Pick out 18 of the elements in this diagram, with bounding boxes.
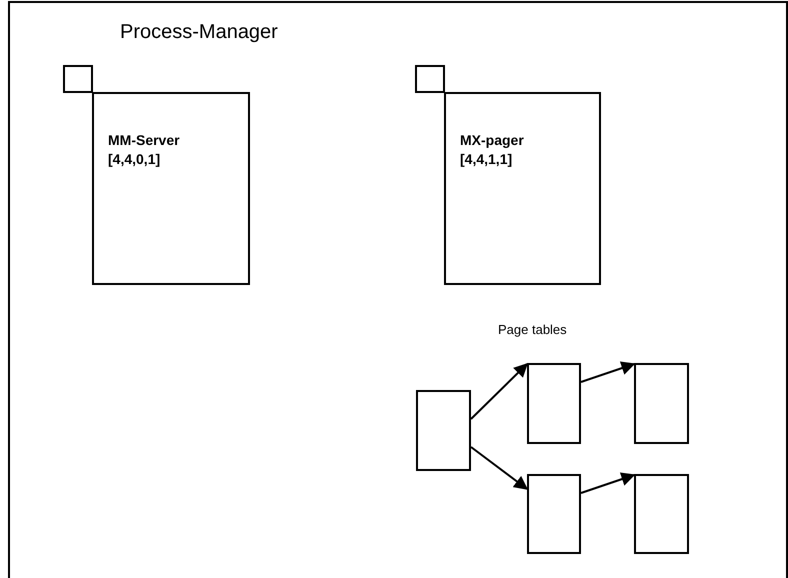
- arrow: [580, 361, 636, 383]
- page-table-box: [634, 363, 689, 444]
- arrow: [580, 472, 636, 494]
- page-table-box: [527, 474, 581, 554]
- container-title: Process-Manager: [120, 21, 278, 44]
- page-table-box: [416, 390, 471, 471]
- component-version: [4,4,0,1]: [108, 151, 160, 167]
- component-box: [444, 92, 601, 285]
- arrow: [470, 446, 528, 490]
- page-table-box: [634, 474, 689, 554]
- component-name: MX-pager: [460, 132, 524, 148]
- component-version: [4,4,1,1]: [460, 151, 512, 167]
- component-name: MM-Server: [108, 132, 180, 148]
- container-frame: [8, 1, 788, 578]
- arrow: [470, 363, 528, 420]
- page-table-box: [527, 363, 581, 444]
- component-box: [92, 92, 250, 285]
- section-label: Page tables: [498, 322, 567, 337]
